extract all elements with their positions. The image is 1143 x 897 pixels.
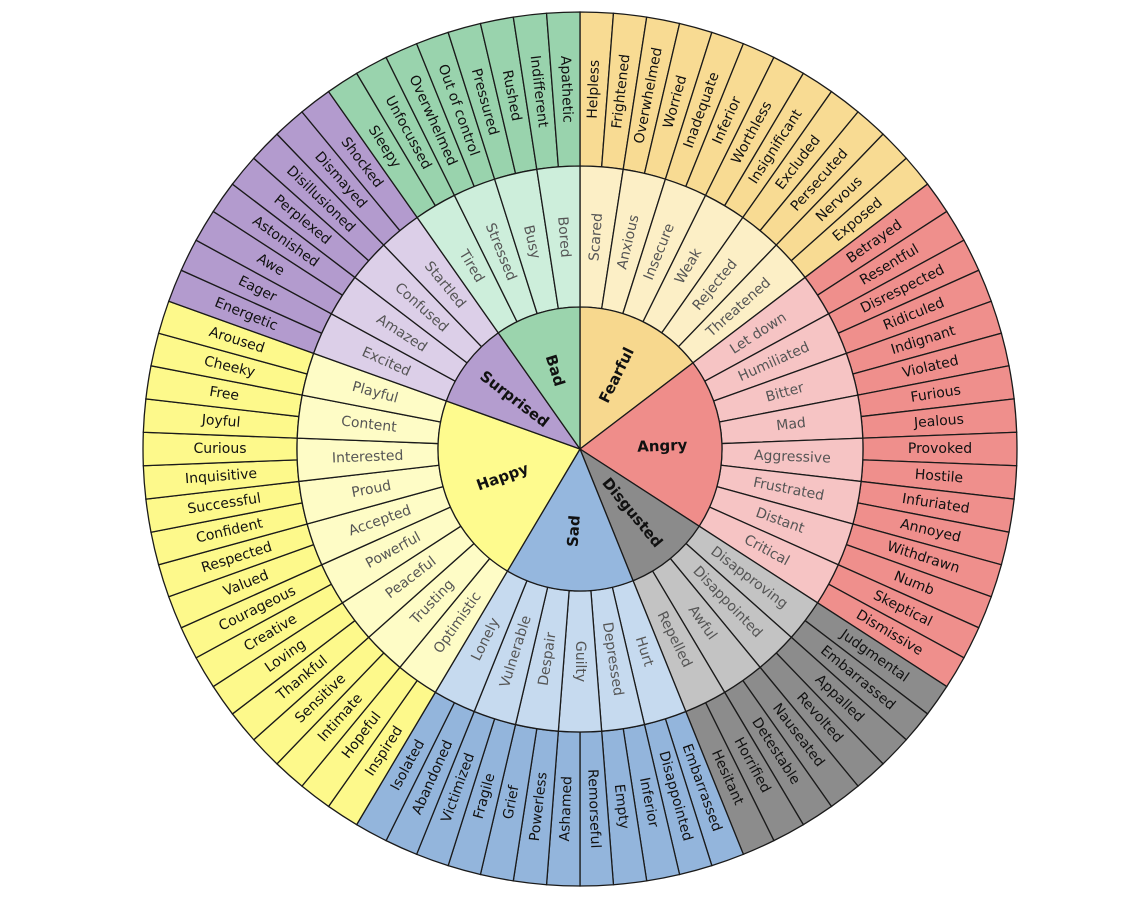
core-segment-angry <box>578 362 723 528</box>
outer-emotion-label: Inquisitive <box>184 466 257 487</box>
outer-emotion-label: Jealous <box>912 412 964 432</box>
middle-emotion-label: Content <box>340 413 398 435</box>
middle-emotion-label: Bored <box>554 216 573 258</box>
core-segment-happy <box>437 400 581 572</box>
core-segment-fearful <box>579 306 694 451</box>
outer-emotion-label: Remorseful <box>584 769 603 849</box>
middle-emotion-label: Interested <box>332 448 404 467</box>
outer-emotion-label: Free <box>208 384 240 404</box>
middle-emotion-label: Busy <box>520 224 543 261</box>
outer-emotion-label: Empty <box>611 783 632 830</box>
outer-emotion-label: Ashamed <box>557 776 575 842</box>
middle-emotion-label: Scared <box>586 213 606 262</box>
outer-emotion-label: Furious <box>910 382 962 406</box>
core-segment-disgusted <box>578 447 701 582</box>
middle-emotion-label: Aggressive <box>754 448 831 467</box>
core-segment-sad <box>506 447 634 592</box>
middle-emotion-label: Proud <box>350 478 392 501</box>
outer-emotion-label: Powerless <box>527 771 551 842</box>
outer-emotion-label: Provoked <box>908 441 972 457</box>
outer-emotion-label: Hostile <box>914 467 963 487</box>
outer-emotion-label: Joyful <box>200 412 241 431</box>
outer-emotion-label: Grief <box>500 783 522 821</box>
outer-emotion-label: Helpless <box>585 59 603 119</box>
outer-emotion-label: Curious <box>193 441 246 457</box>
core-segment-bad <box>497 306 581 452</box>
core-emotion-label: Sad <box>564 515 584 548</box>
outer-emotion-label: Apathetic <box>557 55 576 123</box>
core-segment-surprised <box>445 331 582 451</box>
middle-emotion-label: Guilty <box>572 641 588 682</box>
middle-emotion-label: Mad <box>776 415 807 434</box>
core-emotion-label: Angry <box>637 436 688 456</box>
